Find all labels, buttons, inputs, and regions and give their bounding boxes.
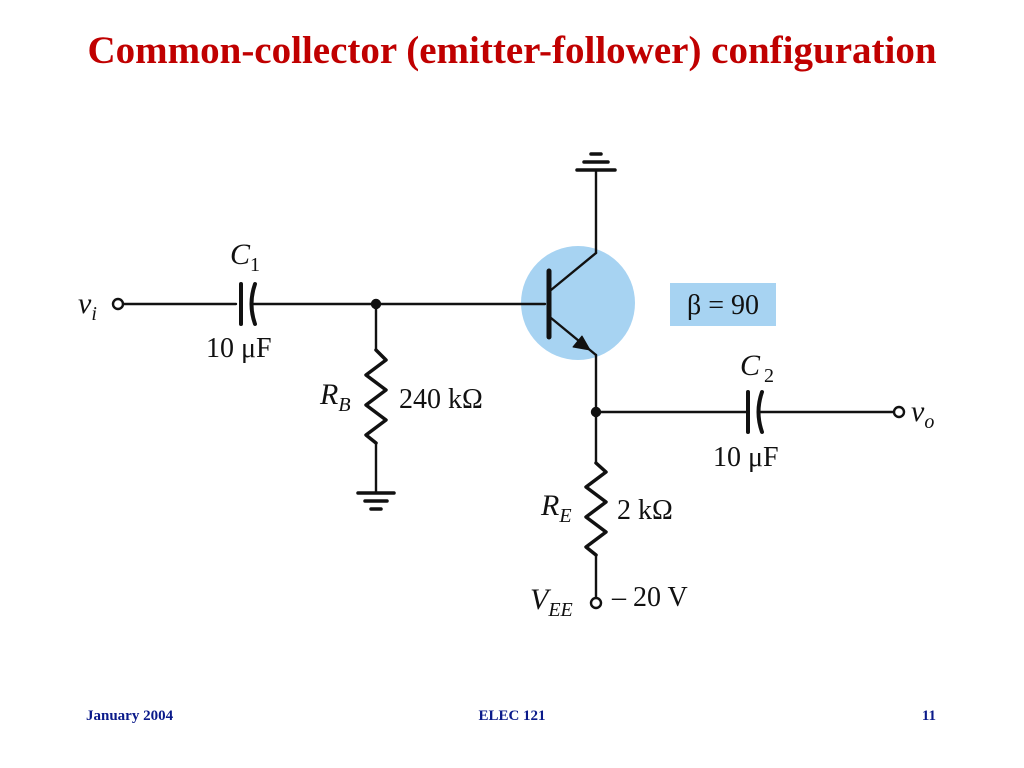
vee-terminal — [589, 596, 603, 610]
ground-symbol — [356, 491, 396, 511]
vo-terminal — [892, 405, 906, 419]
c1-value: 10 μF — [206, 333, 272, 364]
beta-label: β = 90 — [687, 290, 759, 321]
slide-title: Common-collector (emitter-follower) conf… — [87, 29, 937, 72]
re-resistor — [584, 461, 608, 557]
npn-transistor — [546, 251, 598, 357]
vo-label: vo — [911, 395, 934, 433]
re-label: RE — [540, 489, 572, 527]
c2-value: 10 μF — [713, 442, 779, 473]
beta-box — [670, 283, 776, 326]
footer-page-number: 11 — [921, 708, 936, 724]
vi-terminal — [111, 297, 125, 311]
footer-date: January 2004 — [86, 708, 174, 724]
c1-capacitor — [239, 282, 257, 326]
vee-label: VEE — [530, 583, 573, 621]
c1-label: C1 — [230, 238, 260, 276]
supply-ground-symbol — [575, 152, 617, 172]
re-value: 2 kΩ — [617, 495, 673, 526]
rb-value: 240 kΩ — [399, 384, 483, 415]
c2-capacitor — [746, 390, 764, 434]
rb-resistor — [364, 348, 388, 445]
vi-label: vi — [78, 287, 97, 325]
footer-course: ELEC 121 — [478, 708, 546, 724]
vee-value: – 20 V — [611, 582, 688, 613]
rb-label: RB — [319, 378, 351, 416]
